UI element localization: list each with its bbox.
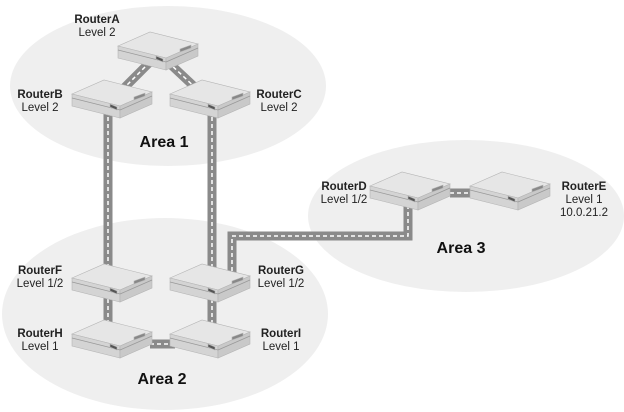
router-d-name: RouterD	[321, 181, 367, 193]
area1-label: Area 1	[139, 134, 189, 151]
router-a-name: RouterA	[74, 14, 120, 26]
link-g-d	[227, 200, 413, 285]
router-f-name: RouterF	[17, 265, 63, 277]
router-g-level: Level 1/2	[257, 278, 305, 290]
area3-label: Area 3	[436, 240, 486, 257]
router-e-icon[interactable]	[469, 171, 551, 211]
area2-label: Area 2	[137, 371, 187, 388]
router-b-name: RouterB	[17, 89, 63, 101]
router-g-icon[interactable]	[169, 263, 251, 303]
router-i-name: RouterI	[260, 328, 302, 340]
router-d-icon[interactable]	[369, 171, 451, 211]
router-h-icon[interactable]	[71, 319, 153, 359]
router-h-name: RouterH	[17, 328, 63, 340]
router-e-address: 10.0.21.2	[560, 207, 608, 219]
router-d-level: Level 1/2	[320, 194, 368, 206]
router-f-icon[interactable]	[71, 263, 153, 303]
router-h-level: Level 1	[21, 341, 59, 353]
area3-region	[308, 140, 624, 292]
router-e-name: RouterE	[561, 181, 607, 193]
router-c-name: RouterC	[256, 89, 302, 101]
router-a-level: Level 2	[78, 27, 116, 39]
router-f-level: Level 1/2	[16, 278, 64, 290]
router-b-level: Level 2	[21, 102, 59, 114]
area2-region	[2, 218, 328, 410]
router-i-icon[interactable]	[169, 319, 251, 359]
router-i-level: Level 1	[262, 341, 300, 353]
area1-region	[10, 6, 326, 166]
router-b-icon[interactable]	[71, 79, 153, 119]
router-c-level: Level 2	[260, 102, 298, 114]
router-a-icon[interactable]	[117, 31, 199, 71]
router-g-name: RouterG	[258, 265, 304, 277]
router-e-level: Level 1	[565, 194, 603, 206]
router-c-icon[interactable]	[169, 79, 251, 119]
